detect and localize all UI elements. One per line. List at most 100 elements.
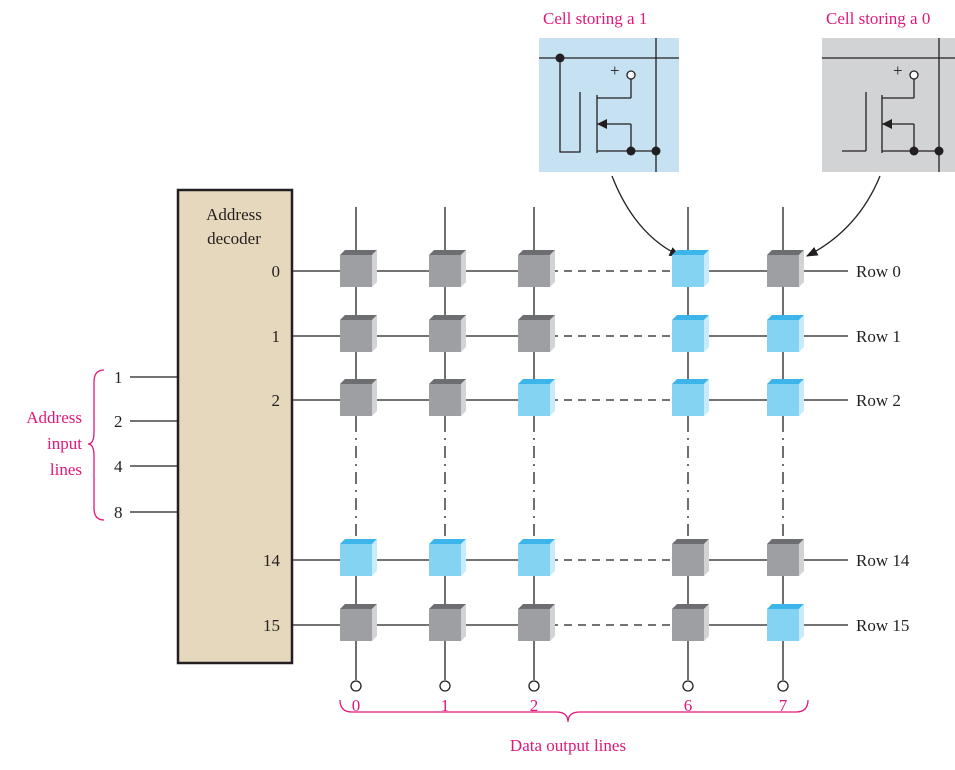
address-input-label-line2: input <box>47 434 82 453</box>
row-label: Row 14 <box>856 551 910 570</box>
cell-top-face <box>672 250 709 255</box>
cell-top-face <box>518 379 555 384</box>
cell-front-face <box>429 320 461 352</box>
memory-cell-one <box>767 315 804 352</box>
cell-front-face <box>767 255 799 287</box>
address-input-brace <box>87 369 105 521</box>
cell-side-face <box>550 604 555 641</box>
cell-side-face <box>372 250 377 287</box>
svg-text:+: + <box>893 61 903 80</box>
address-input-value: 4 <box>114 457 123 476</box>
junction-dot <box>909 146 919 156</box>
cell-front-face <box>429 544 461 576</box>
output-terminal <box>777 680 789 692</box>
callout-arrow-cell-zero <box>805 175 881 257</box>
cell-side-face <box>799 539 804 576</box>
row-label: Row 1 <box>856 327 901 346</box>
memory-cell-zero <box>672 604 709 641</box>
cell-top-face <box>672 604 709 609</box>
cell-front-face <box>767 609 799 641</box>
cell-top-face <box>767 315 804 320</box>
memory-cell-zero <box>340 250 377 287</box>
cell-front-face <box>429 255 461 287</box>
row-label: Row 0 <box>856 262 901 281</box>
cell-front-face <box>767 384 799 416</box>
memory-cell-zero <box>672 539 709 576</box>
cell-side-face <box>550 379 555 416</box>
callout-arrow-cell-one <box>611 175 682 257</box>
decoder-row-index: 2 <box>272 391 281 410</box>
memory-cell-one <box>518 539 555 576</box>
address-input-label-line3: lines <box>50 460 82 479</box>
cell-side-face <box>372 539 377 576</box>
cell-front-face <box>340 544 372 576</box>
memory-cell-one <box>767 604 804 641</box>
cell-top-face <box>672 315 709 320</box>
cell-top-face <box>518 250 555 255</box>
cell-front-face <box>672 320 704 352</box>
cell-top-face <box>340 539 377 544</box>
column-label: 1 <box>441 696 450 715</box>
cell-top-face <box>672 379 709 384</box>
memory-cell-one <box>518 379 555 416</box>
memory-cell-zero <box>429 604 466 641</box>
cell-top-face <box>429 604 466 609</box>
cell-side-face <box>461 315 466 352</box>
decoder-row-index: 14 <box>263 551 281 570</box>
vdd-terminal <box>909 70 919 80</box>
cell-side-face <box>372 315 377 352</box>
data-output-brace <box>339 699 809 723</box>
cell-front-face <box>672 609 704 641</box>
cell-one-inset: Cell storing a 1 + <box>539 9 679 172</box>
column-label: 0 <box>352 696 361 715</box>
cell-side-face <box>799 250 804 287</box>
memory-cell-zero <box>518 604 555 641</box>
output-terminal <box>682 680 694 692</box>
decoder-label-line1: Address <box>206 205 262 224</box>
memory-cell-one <box>340 539 377 576</box>
cell-side-face <box>704 250 709 287</box>
memory-cell-one <box>672 379 709 416</box>
cell-front-face <box>340 609 372 641</box>
memory-cell-zero <box>518 315 555 352</box>
address-input-value: 1 <box>114 368 123 387</box>
cell-front-face <box>672 384 704 416</box>
cell-side-face <box>550 315 555 352</box>
cell-front-face <box>518 609 550 641</box>
output-terminal <box>439 680 451 692</box>
cell-front-face <box>672 544 704 576</box>
address-input-value: 2 <box>114 412 123 431</box>
memory-cell-one <box>767 379 804 416</box>
cell-front-face <box>767 544 799 576</box>
cell-top-face <box>767 379 804 384</box>
cell-side-face <box>461 604 466 641</box>
cell-front-face <box>767 320 799 352</box>
cell-side-face <box>461 539 466 576</box>
cell-side-face <box>461 379 466 416</box>
address-input-value: 8 <box>114 503 123 522</box>
memory-cell-one <box>429 539 466 576</box>
cell-front-face <box>518 320 550 352</box>
junction-dot <box>626 146 636 156</box>
cell-top-face <box>340 315 377 320</box>
cell-one-caption: Cell storing a 1 <box>543 9 647 28</box>
memory-cell-zero <box>767 250 804 287</box>
data-output-label: Data output lines <box>510 736 626 755</box>
cell-side-face <box>799 315 804 352</box>
cell-front-face <box>340 320 372 352</box>
decoder-row-index: 15 <box>263 616 280 635</box>
cell-top-face <box>767 604 804 609</box>
column-label: 7 <box>779 696 788 715</box>
memory-cell-zero <box>340 604 377 641</box>
cell-zero-background <box>822 38 955 172</box>
memory-cell-one <box>672 250 709 287</box>
cell-top-face <box>767 250 804 255</box>
cell-side-face <box>799 379 804 416</box>
memory-cell-one <box>672 315 709 352</box>
svg-text:+: + <box>610 61 620 80</box>
memory-cell-zero <box>767 539 804 576</box>
decoder-row-index: 0 <box>272 262 281 281</box>
cell-top-face <box>340 604 377 609</box>
cell-front-face <box>672 255 704 287</box>
